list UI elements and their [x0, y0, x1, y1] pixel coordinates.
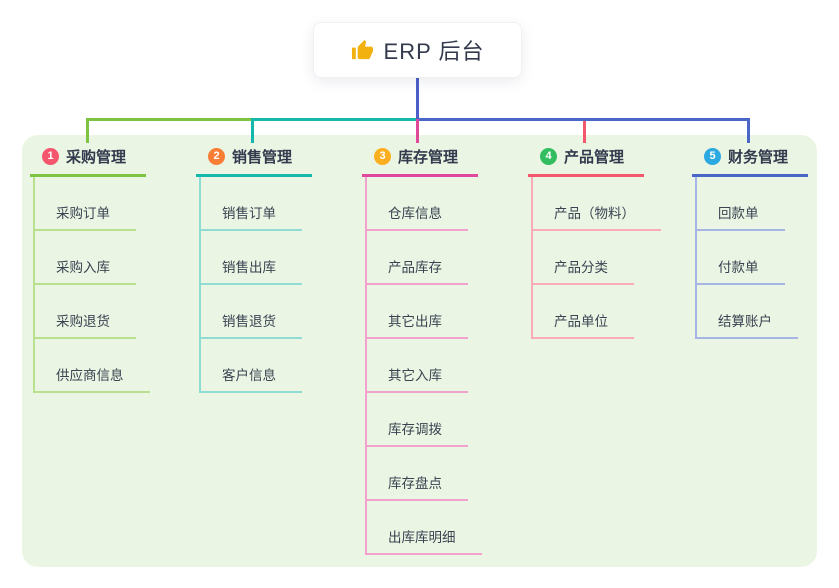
leaf-node: 销售出库: [201, 231, 302, 285]
branches-panel: [22, 135, 817, 567]
bus-segment-purchase: [86, 118, 251, 121]
branch-inventory: 3 库存管理 仓库信息 产品库存 其它出库 其它入库 库存调拨 库存盘点 出库库…: [362, 146, 482, 555]
branch-sales: 2 销售管理 销售订单 销售出库 销售退货 客户信息: [196, 146, 312, 393]
leaf-node: 供应商信息: [35, 339, 150, 393]
branch-finance: 5 财务管理 回款单 付款单 结算账户: [692, 146, 808, 339]
drop-line-purchase: [86, 118, 89, 143]
branch-label: 产品管理: [564, 149, 625, 166]
leaf-node: 产品（物料）: [533, 177, 661, 231]
leaf-node: 出库库明细: [367, 501, 482, 555]
root-stem-connector: [416, 78, 419, 119]
leaf-node: 其它入库: [367, 339, 468, 393]
root-node: ERP 后台: [313, 22, 522, 78]
leaf-node: 销售退货: [201, 285, 302, 339]
leaf-node: 产品分类: [533, 231, 634, 285]
leaf-node: 付款单: [697, 231, 785, 285]
branch-number-badge: 3: [374, 148, 391, 165]
leaf-node: 回款单: [697, 177, 785, 231]
bus-segment-finance: [419, 118, 750, 121]
branch-header-sales: 2 销售管理: [196, 146, 312, 177]
branch-items-sales: 销售订单 销售出库 销售退货 客户信息: [199, 177, 302, 393]
leaf-node: 库存盘点: [367, 447, 468, 501]
drop-line-inventory: [416, 118, 419, 143]
branch-number-badge: 1: [42, 148, 59, 165]
leaf-node: 产品单位: [533, 285, 634, 339]
branch-number-badge: 4: [540, 148, 557, 165]
leaf-node: 结算账户: [697, 285, 798, 339]
branch-label: 财务管理: [728, 149, 789, 166]
leaf-node: 采购退货: [35, 285, 136, 339]
branch-header-inventory: 3 库存管理: [362, 146, 478, 177]
branch-product: 4 产品管理 产品（物料） 产品分类 产品单位: [528, 146, 661, 339]
branch-header-product: 4 产品管理: [528, 146, 644, 177]
branch-label: 销售管理: [232, 149, 293, 166]
branch-header-finance: 5 财务管理: [692, 146, 808, 177]
branch-items-finance: 回款单 付款单 结算账户: [695, 177, 798, 339]
branch-label: 采购管理: [66, 149, 127, 166]
branch-items-purchase: 采购订单 采购入库 采购退货 供应商信息: [33, 177, 150, 393]
branch-header-purchase: 1 采购管理: [30, 146, 146, 177]
bus-segment-sales: [251, 118, 416, 121]
thumbs-up-icon: [351, 39, 373, 59]
leaf-node: 产品库存: [367, 231, 468, 285]
leaf-node: 采购入库: [35, 231, 136, 285]
drop-line-sales: [251, 118, 254, 143]
branch-items-inventory: 仓库信息 产品库存 其它出库 其它入库 库存调拨 库存盘点 出库库明细: [365, 177, 482, 555]
branch-label: 库存管理: [398, 149, 459, 166]
drop-line-product: [583, 118, 586, 143]
leaf-node: 销售订单: [201, 177, 302, 231]
leaf-node: 库存调拨: [367, 393, 468, 447]
branch-purchase: 1 采购管理 采购订单 采购入库 采购退货 供应商信息: [30, 146, 150, 393]
drop-line-finance: [747, 118, 750, 143]
leaf-node: 仓库信息: [367, 177, 468, 231]
leaf-node: 采购订单: [35, 177, 136, 231]
root-title: ERP 后台: [383, 39, 485, 64]
leaf-node: 其它出库: [367, 285, 468, 339]
leaf-node: 客户信息: [201, 339, 302, 393]
branch-number-badge: 2: [208, 148, 225, 165]
branch-number-badge: 5: [704, 148, 721, 165]
branch-items-product: 产品（物料） 产品分类 产品单位: [531, 177, 661, 339]
